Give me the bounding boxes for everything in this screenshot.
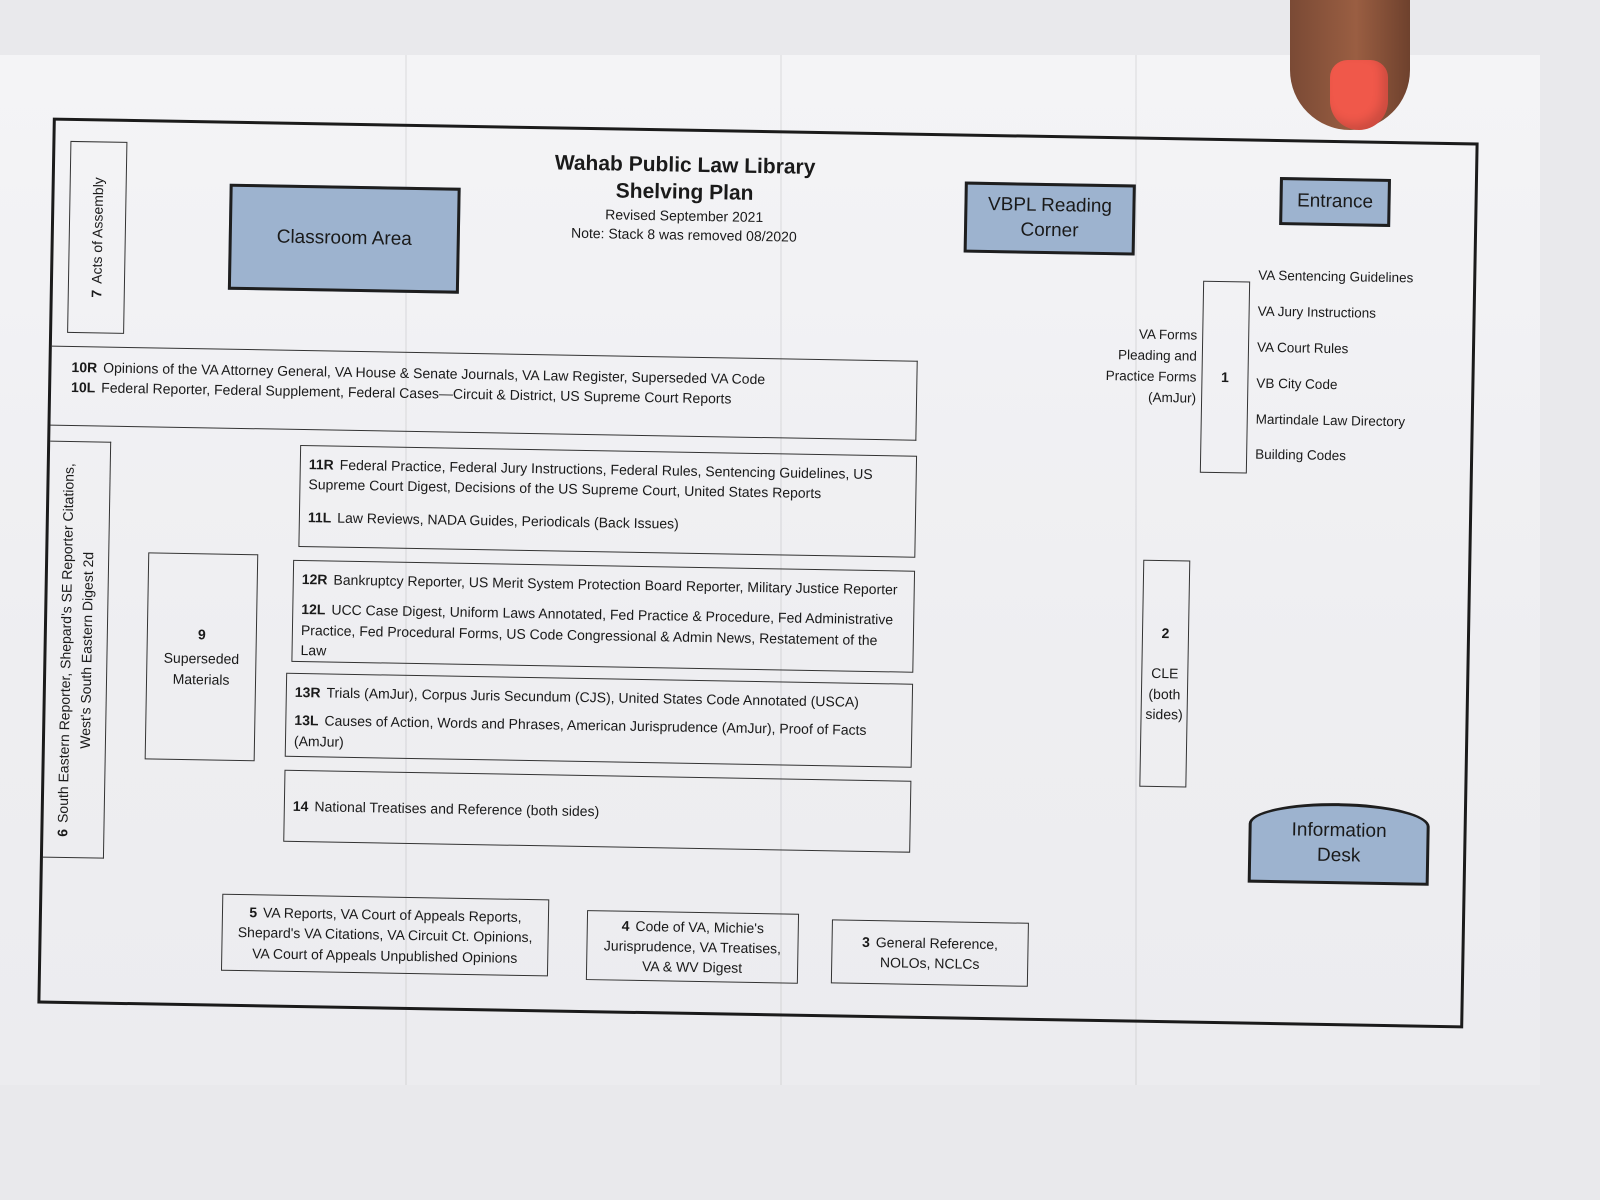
stack-14-number: 14 xyxy=(292,797,309,815)
classroom-area: Classroom Area xyxy=(227,183,461,294)
va-forms-line-3: Practice Forms xyxy=(1105,367,1197,385)
stack-4-label-3: VA & WV Digest xyxy=(641,958,743,976)
stack-12l-number: 12L xyxy=(301,601,326,618)
stack-6-label-1: South Eastern Reporter, Shepard's SE Rep… xyxy=(54,462,77,823)
stack-9-label-2: Materials xyxy=(172,670,230,688)
stack-1: 1 xyxy=(1199,280,1251,474)
floor-plan: Wahab Public Law Library Shelving Plan R… xyxy=(37,117,1479,1029)
va-forms-line-1: VA Forms xyxy=(1138,326,1198,343)
stack-4-number: 4 xyxy=(621,917,630,934)
stack-9-label-1: Superseded xyxy=(163,649,240,668)
entrance-label: Entrance xyxy=(1296,190,1374,213)
paper-fold xyxy=(1135,55,1137,1085)
stack-11r-number: 11R xyxy=(308,456,334,473)
stack-2-number: 2 xyxy=(1161,624,1170,642)
stack-2-label-2: (both xyxy=(1148,685,1181,702)
stack-3-label-1: General Reference, xyxy=(875,933,999,952)
stack-12: 12R Bankruptcy Reporter, US Merit System … xyxy=(291,559,916,673)
stack-6: 6 South Eastern Reporter, Shepard's SE Re… xyxy=(42,440,112,859)
stack-1-item: VA Court Rules xyxy=(1256,339,1349,357)
stack-5-label-1: VA Reports, VA Court of Appeals Reports, xyxy=(262,904,522,925)
fingernail xyxy=(1330,60,1388,130)
stack-1-item: Martindale Law Directory xyxy=(1255,411,1406,429)
stack-13: 13R Trials (AmJur), Corpus Juris Secundum… xyxy=(284,672,914,768)
info-desk-label-1: Information xyxy=(1291,819,1387,842)
reading-corner-label: VBPL Reading Corner xyxy=(987,193,1113,242)
paper-fold xyxy=(780,55,782,1085)
stack-14-label: National Treatises and Reference (both s… xyxy=(314,798,600,820)
stack-9: 9 Superseded Materials xyxy=(144,552,259,762)
information-desk: Information Desk xyxy=(1247,801,1431,886)
entrance: Entrance xyxy=(1279,177,1391,227)
stack-5-label-3: VA Court of Appeals Unpublished Opinions xyxy=(252,944,518,966)
va-forms-shelf: VA Forms Pleading and Practice Forms (Am… xyxy=(1091,324,1198,410)
stack-2-label-3: sides) xyxy=(1145,705,1183,723)
stack-10l-number: 10L xyxy=(70,379,96,396)
stack-7-number: 7 xyxy=(87,289,104,298)
stack-1-item: VA Sentencing Guidelines xyxy=(1258,267,1414,286)
stack-4-label-2: Jurisprudence, VA Treatises, xyxy=(603,937,782,957)
stack-7-label: Acts of Assembly xyxy=(87,177,106,284)
stack-5-number: 5 xyxy=(249,904,258,921)
stack-14: 14 National Treatises and Reference (both… xyxy=(283,769,912,853)
va-forms-line-2: Pleading and xyxy=(1117,347,1197,364)
stack-13r-number: 13R xyxy=(294,683,321,701)
paper-fold xyxy=(405,55,407,1085)
stack-12l-label: UCC Case Digest, Uniform Laws Annotated,… xyxy=(300,601,894,659)
stack-2-label-1: CLE xyxy=(1151,665,1179,682)
stack-1-item: VA Jury Instructions xyxy=(1257,303,1377,321)
stack-9-number: 9 xyxy=(197,626,206,643)
title-block: Wahab Public Law Library Shelving Plan R… xyxy=(534,149,836,248)
stack-11l-label: Law Reviews, NADA Guides, Periodicals (B… xyxy=(337,509,679,532)
reading-corner: VBPL Reading Corner xyxy=(963,181,1136,256)
stack-13l-label: Causes of Action, Words and Phrases, Ame… xyxy=(293,712,867,750)
library-title: Wahab Public Law Library xyxy=(554,151,816,179)
info-desk-label-2: Desk xyxy=(1316,844,1361,867)
stack-3-label-2: NOLOs, NCLCs xyxy=(879,954,980,972)
stack-1-list: VA Sentencing Guidelines VA Jury Instruc… xyxy=(1255,267,1448,469)
stack-12r-number: 12R xyxy=(301,571,328,588)
stack-7: 7 Acts of Assembly xyxy=(67,140,128,334)
stack-1-item: Building Codes xyxy=(1255,447,1347,464)
stack-1-number: 1 xyxy=(1220,368,1230,386)
stack-11l-number: 11L xyxy=(307,508,332,526)
stack-note: Note: Stack 8 was removed 08/2020 xyxy=(570,224,797,245)
stack-11r-label: Federal Practice, Federal Jury Instructi… xyxy=(308,456,873,502)
stack-1-item: VB City Code xyxy=(1256,375,1338,392)
stack-4-label-1: Code of VA, Michie's xyxy=(635,917,765,936)
stack-2: 2 CLE (both sides) xyxy=(1139,559,1191,788)
stack-10r-number: 10R xyxy=(71,358,98,376)
stack-13l-number: 13L xyxy=(294,712,319,729)
stack-13r-label: Trials (AmJur), Corpus Juris Secundum (C… xyxy=(326,684,860,710)
classroom-label: Classroom Area xyxy=(276,226,413,250)
stack-6-number: 6 xyxy=(54,828,71,837)
va-forms-line-4: (AmJur) xyxy=(1147,389,1197,406)
stack-4: 4 Code of VA, Michie's Jurisprudence, VA … xyxy=(585,910,800,984)
stack-12r-label: Bankruptcy Reporter, US Merit System Pro… xyxy=(333,571,898,598)
stack-3-number: 3 xyxy=(861,933,871,950)
